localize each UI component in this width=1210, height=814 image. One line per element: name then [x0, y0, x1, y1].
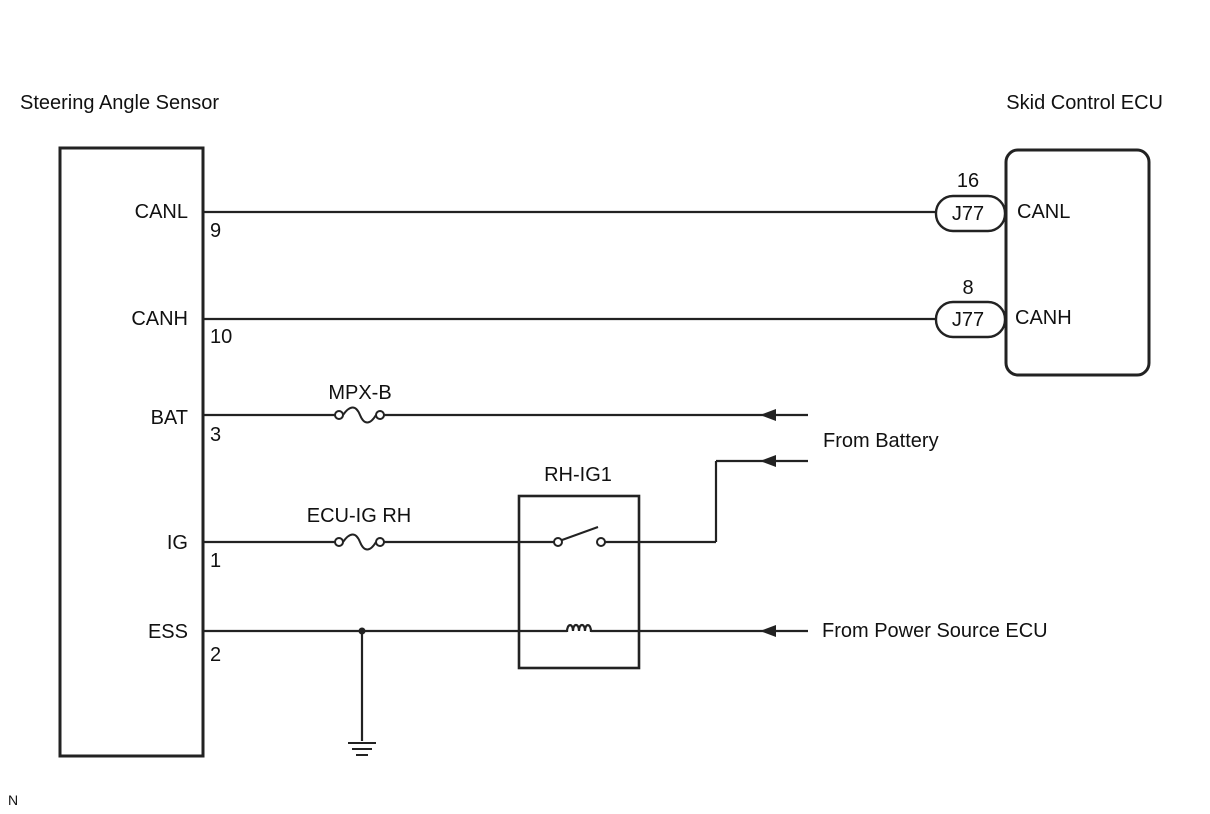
- sensor-pin-bat-label: BAT: [151, 407, 188, 429]
- ess-junction-dot: [358, 627, 366, 635]
- ground-icon: [348, 742, 376, 756]
- rh-ig1-relay-label: RH-IG1: [544, 464, 612, 486]
- ess-arrow-icon: [760, 625, 776, 637]
- sensor-pin-canh-label: CANH: [131, 308, 188, 330]
- relay-coil-icon: [565, 623, 593, 633]
- sensor-pin-ess-label: ESS: [148, 621, 188, 643]
- mpx-b-fuse-icon: [334, 406, 385, 424]
- from-battery-label: From Battery: [823, 430, 939, 452]
- sensor-pin-canl-number: 9: [210, 220, 221, 242]
- bat-arrow-icon: [760, 409, 776, 421]
- ecu-connector-canl-label: J77: [952, 203, 984, 225]
- ecu-pin-canl-number: 16: [957, 170, 979, 192]
- rh-ig1-relay-box: [517, 494, 641, 670]
- ecu-connector-canl: [934, 194, 1007, 233]
- from-power-source-ecu-label: From Power Source ECU: [822, 620, 1048, 642]
- ecu-pin-canh-number: 8: [962, 277, 973, 299]
- ecu-ig-rh-fuse-icon: [334, 533, 385, 551]
- ig-wire: [203, 459, 808, 544]
- sensor-pin-ig-number: 1: [210, 550, 221, 572]
- ecu-connector-canh: [934, 300, 1007, 339]
- ecu-ig-rh-fuse-label: ECU-IG RH: [307, 505, 411, 527]
- footer-mark: N: [8, 792, 18, 808]
- mpx-b-fuse-label: MPX-B: [328, 382, 391, 404]
- relay-switch-icon: [553, 526, 606, 547]
- sensor-title: Steering Angle Sensor: [20, 92, 219, 114]
- sensor-box: [58, 146, 205, 758]
- sensor-pin-canl-label: CANL: [135, 201, 188, 223]
- sensor-pin-canh-number: 10: [210, 326, 232, 348]
- ess-wire: [203, 629, 808, 741]
- sensor-pin-ess-number: 2: [210, 644, 221, 666]
- ecu-connector-canh-label: J77: [952, 309, 984, 331]
- ecu-pin-canh-label: CANH: [1015, 307, 1072, 329]
- ecu-title: Skid Control ECU: [1006, 92, 1163, 114]
- sensor-pin-ig-label: IG: [167, 532, 188, 554]
- ecu-box: [1004, 148, 1151, 377]
- ecu-pin-canl-label: CANL: [1017, 201, 1070, 223]
- battery-ig-arrow-icon: [760, 455, 776, 467]
- sensor-pin-bat-number: 3: [210, 424, 221, 446]
